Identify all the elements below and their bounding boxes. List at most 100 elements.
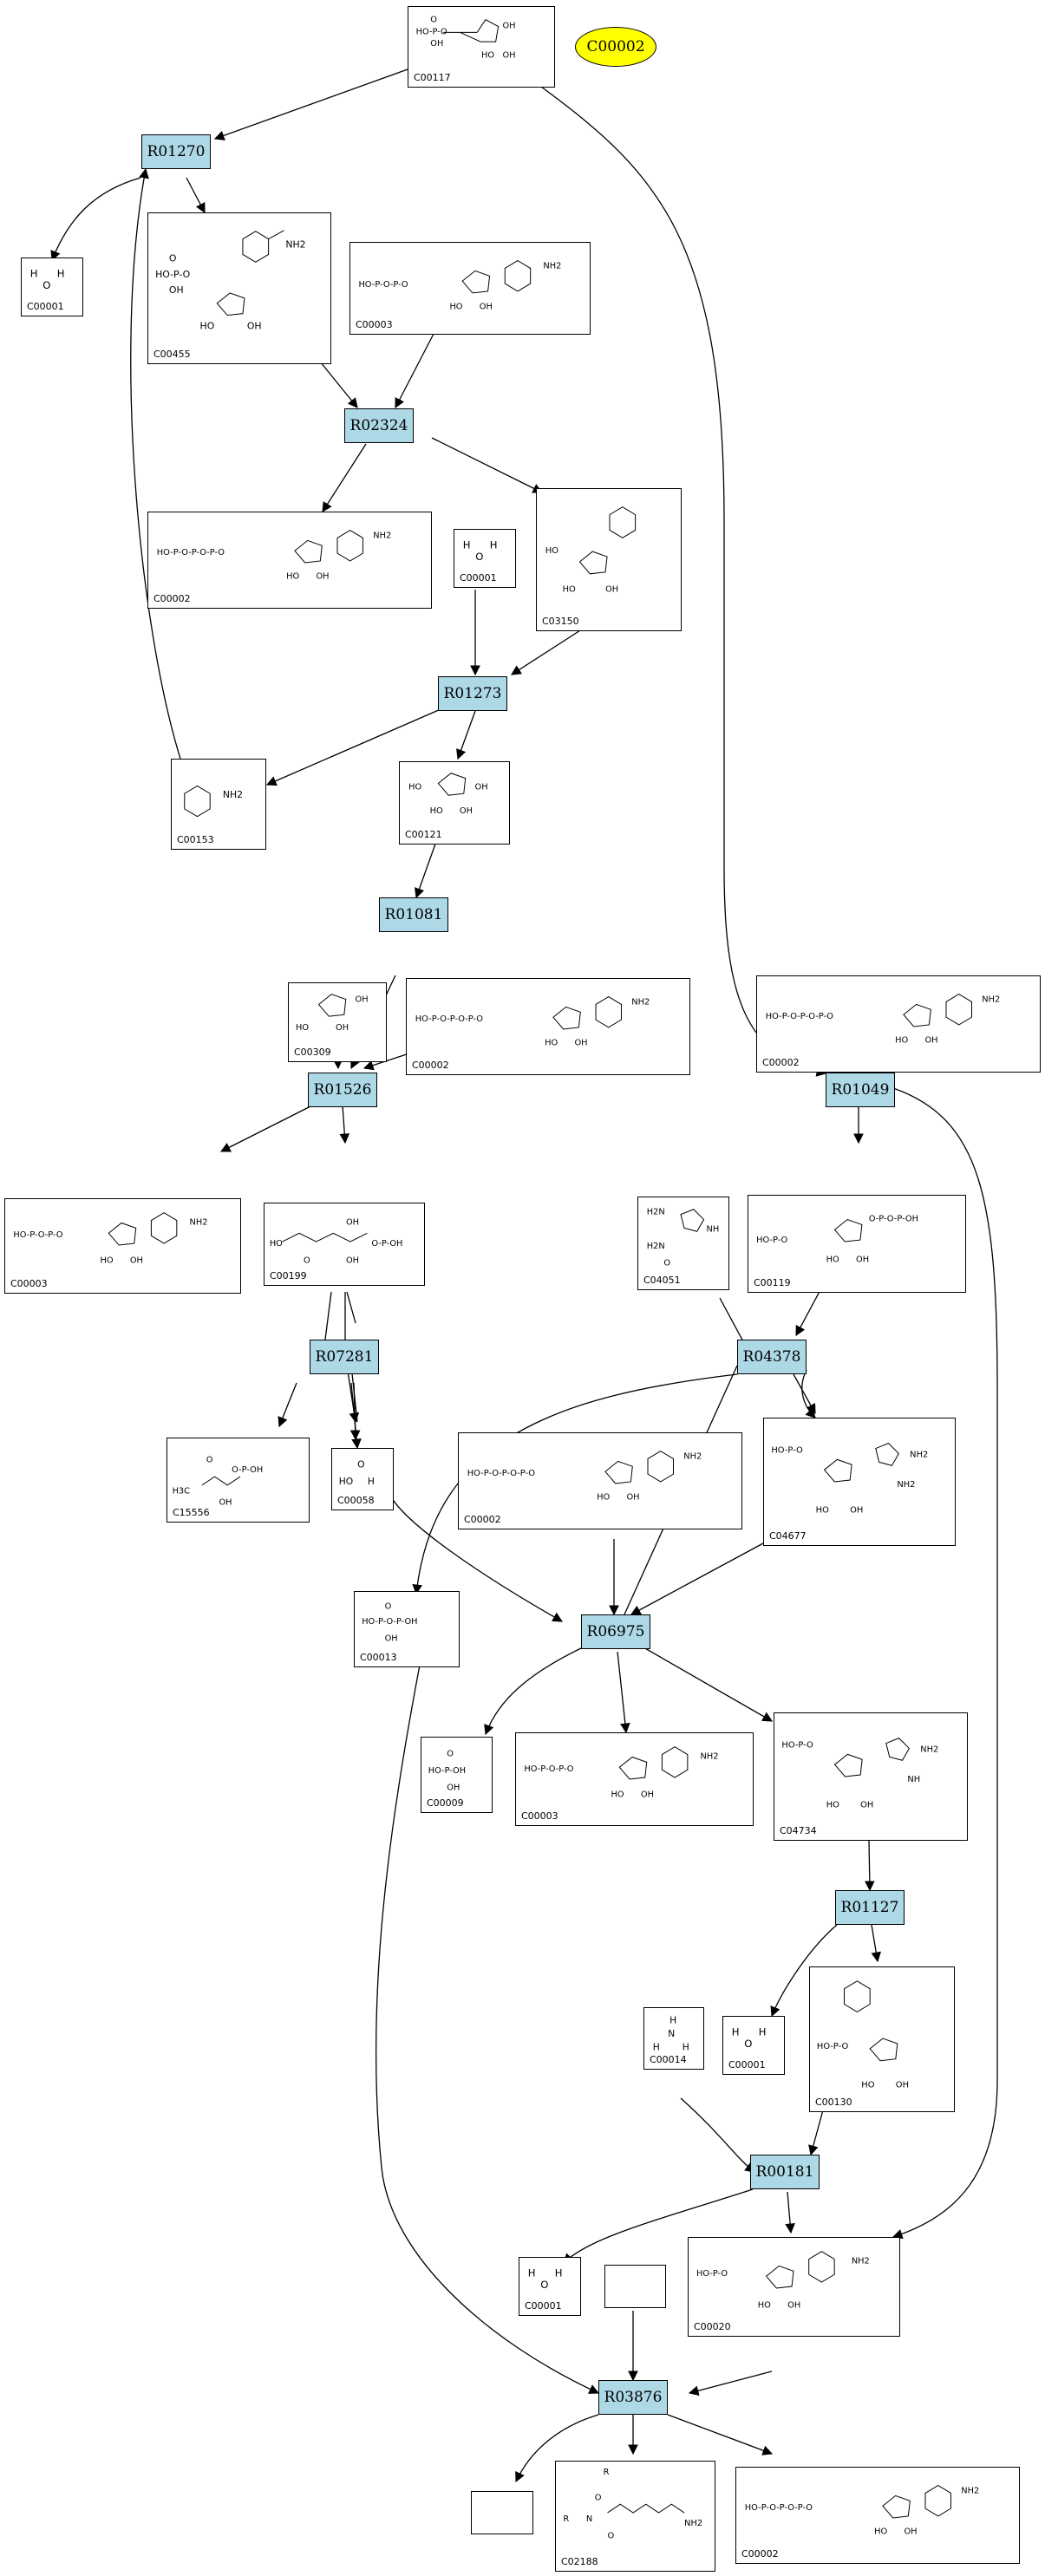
- svg-text:H: H: [683, 2042, 689, 2053]
- edge: [801, 1369, 816, 1418]
- svg-text:HO: HO: [430, 806, 443, 816]
- svg-text:H: H: [368, 1476, 375, 1487]
- reaction-label: R01273: [443, 685, 502, 702]
- water-icon: HOH: [463, 538, 498, 563]
- svg-text:NH2: NH2: [961, 2486, 979, 2495]
- compound-label: C00001: [27, 301, 64, 312]
- svg-text:OH: OH: [605, 585, 618, 595]
- reaction-node[interactable]: R03876: [598, 2380, 668, 2415]
- svg-text:HO: HO: [597, 1493, 610, 1503]
- edge: [617, 1651, 630, 1734]
- svg-text:O: O: [447, 1750, 454, 1759]
- reaction-node[interactable]: R01273: [438, 676, 507, 711]
- svg-text:OH: OH: [346, 1256, 359, 1266]
- svg-text:O: O: [42, 279, 50, 291]
- svg-text:O-P-O-P-OH: O-P-O-P-OH: [869, 1214, 918, 1223]
- edge: [630, 1542, 764, 1615]
- edge: [219, 1105, 313, 1152]
- reaction-node[interactable]: R07281: [310, 1340, 379, 1374]
- edge: [680, 2097, 755, 2173]
- reaction-node[interactable]: R01127: [835, 1890, 905, 1925]
- edge: [667, 2414, 774, 2455]
- compound-label: C00013: [360, 1652, 397, 1663]
- compound-label: C00455: [153, 349, 191, 360]
- reaction-node[interactable]: R01270: [141, 134, 211, 169]
- svg-text:HO-P-O-P-O-P-O: HO-P-O-P-O-P-O: [766, 1012, 834, 1021]
- highlight-node[interactable]: C00002: [575, 27, 656, 67]
- svg-text:OH: OH: [574, 1039, 587, 1048]
- svg-text:O: O: [430, 16, 437, 25]
- water-icon: HOH: [30, 267, 65, 291]
- compound-label: C00002: [464, 1514, 501, 1525]
- svg-text:NH2: NH2: [684, 2519, 702, 2528]
- svg-text:OH: OH: [626, 1493, 639, 1503]
- svg-text:H: H: [669, 2015, 676, 2026]
- compound-label: C04734: [780, 1825, 817, 1836]
- svg-text:H2N: H2N: [647, 1242, 665, 1251]
- reaction-node[interactable]: R06975: [581, 1614, 650, 1649]
- reaction-label: R01049: [831, 1081, 890, 1099]
- compound-node[interactable]: [471, 2491, 533, 2534]
- svg-text:H3C: H3C: [173, 1487, 191, 1497]
- edge: [349, 1382, 361, 1441]
- compound-label: C03150: [542, 616, 579, 627]
- svg-text:HO: HO: [826, 1255, 839, 1265]
- edge: [864, 1839, 875, 1892]
- svg-text:O-P-OH: O-P-OH: [232, 1465, 263, 1475]
- reaction-node[interactable]: R01526: [308, 1073, 377, 1107]
- svg-text:NH2: NH2: [852, 2256, 870, 2266]
- reaction-node[interactable]: R01081: [379, 897, 448, 932]
- edge: [339, 1105, 350, 1145]
- svg-text:O: O: [169, 252, 177, 264]
- reaction-label: R03876: [604, 2389, 663, 2406]
- compound-label: C00002: [762, 1057, 800, 1068]
- svg-text:HO: HO: [874, 2527, 887, 2537]
- reaction-node[interactable]: R02324: [344, 408, 414, 443]
- compound-node[interactable]: [604, 2265, 666, 2308]
- svg-text:NH2: NH2: [373, 531, 391, 540]
- compound-node[interactable]: NH2 C00153: [171, 759, 266, 850]
- reaction-node[interactable]: R00181: [750, 2155, 820, 2189]
- water-icon: HOH: [732, 2025, 767, 2050]
- svg-text:HO-P-OH: HO-P-OH: [428, 1766, 466, 1776]
- reaction-node[interactable]: R01049: [826, 1073, 895, 1107]
- svg-text:O: O: [385, 1602, 392, 1612]
- reaction-label: R04378: [742, 1348, 801, 1366]
- reaction-node[interactable]: R04378: [737, 1340, 807, 1374]
